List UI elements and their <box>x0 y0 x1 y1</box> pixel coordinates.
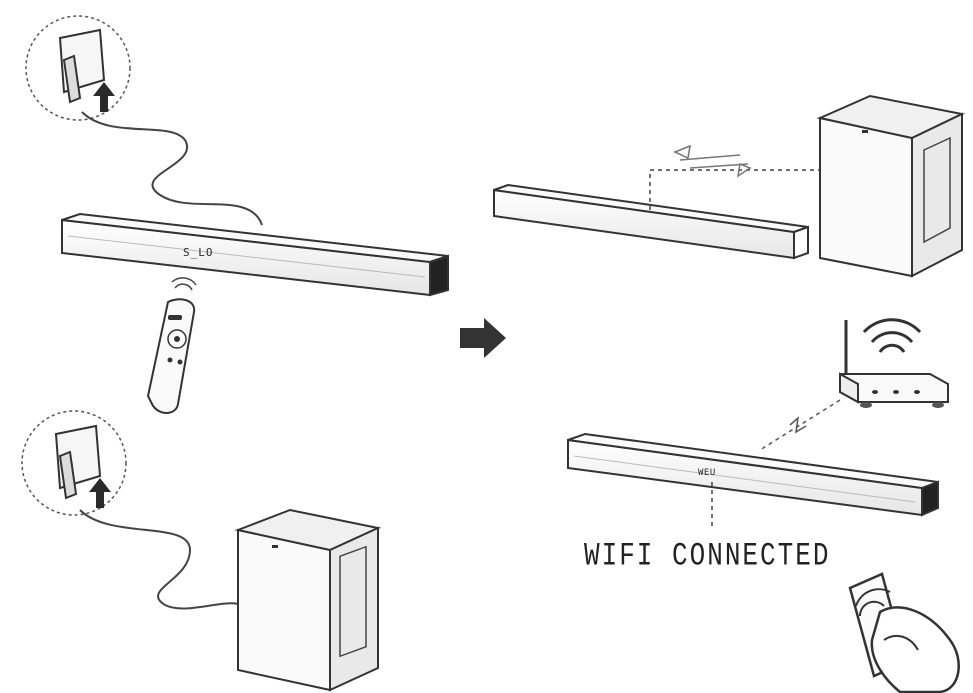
wifi-status-text: WIFI CONNECTED <box>584 537 831 575</box>
pairing-link-icon <box>649 144 820 210</box>
power-adapter-icon <box>25 15 131 121</box>
smartphone-hand-icon <box>848 572 960 693</box>
power-adapter-icon <box>21 410 127 516</box>
soundbar-display-text: S_LO <box>183 246 214 259</box>
soundbar-icon <box>567 432 939 517</box>
soundbar-icon <box>493 183 809 260</box>
next-arrow-icon <box>460 318 506 358</box>
subwoofer-icon <box>816 94 966 278</box>
soundbar-icon <box>61 212 449 297</box>
soundbar-display-text: WEU <box>698 468 716 478</box>
wifi-router-icon <box>839 318 949 408</box>
remote-control-icon <box>146 277 197 414</box>
subwoofer-icon <box>234 508 382 692</box>
